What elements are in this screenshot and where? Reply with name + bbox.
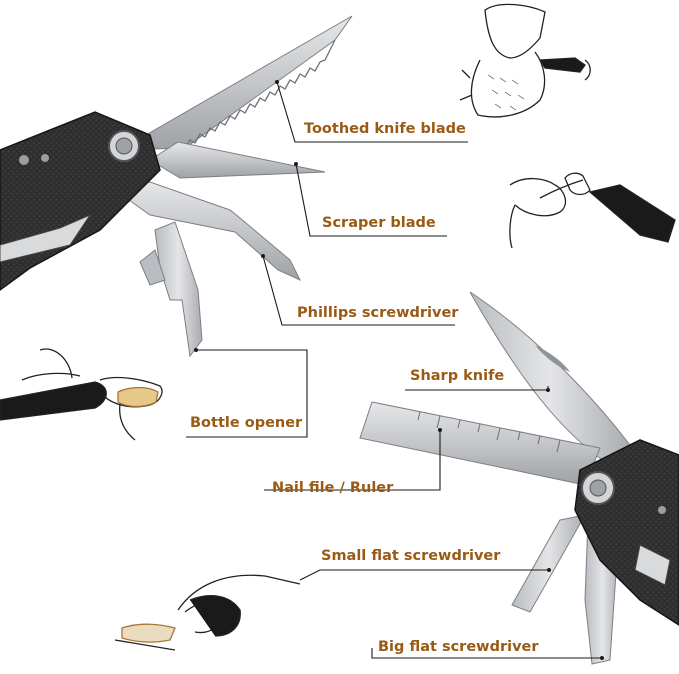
label-nail-file-ruler: Nail file / Ruler (272, 480, 394, 496)
scraper-blade (149, 141, 326, 179)
leader-big-flat (371, 648, 602, 659)
leader-phillips (262, 255, 455, 326)
upper-handle-cutout (0, 213, 92, 263)
fish-scaling-illustration (459, 3, 591, 118)
label-sharp-knife: Sharp knife (410, 368, 505, 384)
hand-screw-illustration (114, 574, 301, 651)
label-small-flat-screwdriver: Small flat screwdriver (321, 548, 501, 564)
leader-lines (186, 81, 602, 659)
leader-small-flat (299, 569, 549, 581)
lower-multitool (359, 291, 679, 665)
leader-nail-file (264, 430, 441, 491)
upper-multitool (0, 15, 353, 358)
leader-toothed-knife (276, 81, 468, 143)
label-phillips-screwdriver: Phillips screwdriver (297, 305, 459, 321)
label-toothed-knife-blade: Toothed knife blade (304, 121, 466, 137)
handle-rivet (19, 155, 29, 165)
leader-sharp-knife (405, 386, 549, 391)
hand-scraping-illustration (509, 172, 676, 249)
leader-points (194, 80, 604, 660)
leader-bottle-opener (186, 349, 308, 438)
lower-pivot-screw-center (589, 479, 607, 497)
small-flat-screwdriver-tool (511, 514, 586, 613)
knife-nail-nick (535, 345, 570, 372)
bottle-opener-tool (154, 221, 203, 358)
label-bottle-opener: Bottle opener (190, 415, 303, 431)
pivot-screw-center (115, 137, 133, 155)
blade-teeth (184, 39, 336, 149)
bottle-cap-illustration (0, 348, 163, 441)
ruler-ticks (417, 411, 561, 453)
label-big-flat-screwdriver: Big flat screwdriver (378, 639, 539, 655)
phillips-screwdriver-tool (113, 181, 302, 282)
handle-rivet (41, 154, 49, 162)
lower-rivet (658, 506, 666, 514)
lower-handle-cutout (634, 544, 671, 586)
leader-scraper (295, 163, 447, 237)
opener-hook (139, 249, 166, 286)
label-scraper-blade: Scraper blade (322, 215, 436, 231)
